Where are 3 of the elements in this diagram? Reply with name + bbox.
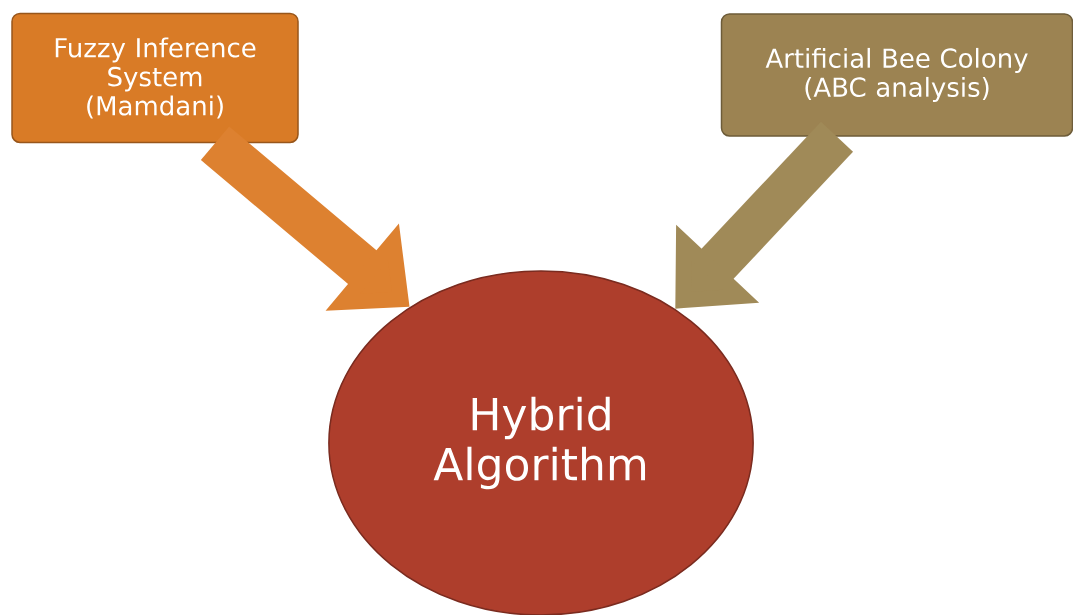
process-box: Artificial Bee Colony (ABC analysis) xyxy=(720,13,1073,137)
process-box: Fuzzy Inference System (Mamdani) xyxy=(11,12,299,144)
block-arrow xyxy=(675,121,854,309)
